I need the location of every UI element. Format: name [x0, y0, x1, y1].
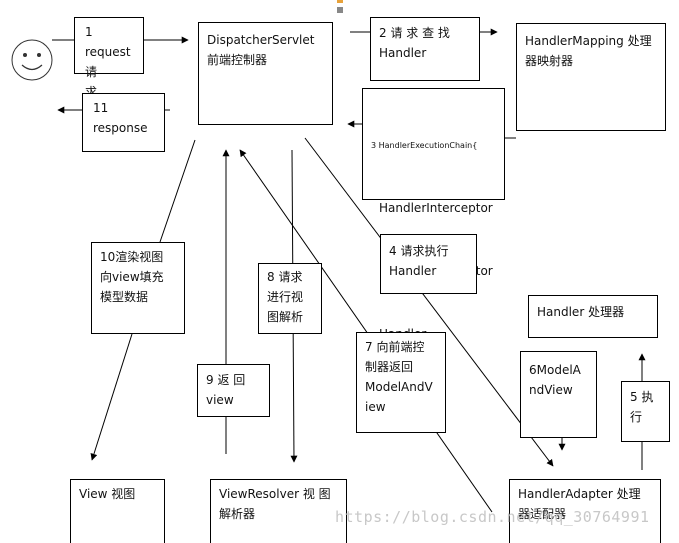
edge-render-lower	[90, 333, 133, 461]
user-smiley-icon	[11, 39, 53, 81]
edge-render-upper	[159, 139, 196, 243]
model-and-view-box: 6ModelA ndView	[520, 351, 597, 438]
request-box: 1 request 请 求	[74, 17, 144, 99]
edge-return-mav	[239, 149, 493, 513]
execute-handler-box: 4 请求执行 Handler	[380, 234, 477, 294]
view-box: View 视图	[70, 479, 165, 543]
find-handler-box: 2 请 求 查 找 Handler	[370, 17, 480, 81]
resolve-view-box: 8 请求 进行视 图解析	[258, 263, 322, 334]
watermark: https://blog.csdn.net/qq_30764991	[335, 508, 650, 526]
handler-adapter-box: HandlerAdapter 处理 器适配器	[509, 479, 661, 543]
chain-interceptor-1: HandlerInterceptor	[379, 201, 493, 215]
render-view-box: 10渲染视图 向view填充 模型数据	[91, 242, 185, 334]
handler-execution-chain-box: 3 HandlerExecutionChain{ HandlerIntercep…	[362, 88, 505, 404]
chain-title: 3 HandlerExecutionChain{	[371, 141, 478, 150]
response-box: 11 response	[82, 93, 165, 152]
dispatcher-servlet-box: DispatcherServlet 前端控制器	[198, 22, 333, 125]
return-view-box: 9 返 回 view	[197, 364, 270, 417]
view-resolver-box: ViewResolver 视 图 解析器	[210, 479, 347, 543]
handler-box: Handler 处理器	[528, 295, 658, 338]
return-model-and-view-box: 7 向前端控 制器返回 ModelAndV iew	[356, 332, 446, 433]
edge-exec-handler	[304, 137, 554, 467]
handler-mapping-box: HandlerMapping 处理 器映射器	[516, 23, 666, 131]
execute-box: 5 执 行	[621, 381, 670, 442]
marker-icon	[337, 0, 343, 13]
